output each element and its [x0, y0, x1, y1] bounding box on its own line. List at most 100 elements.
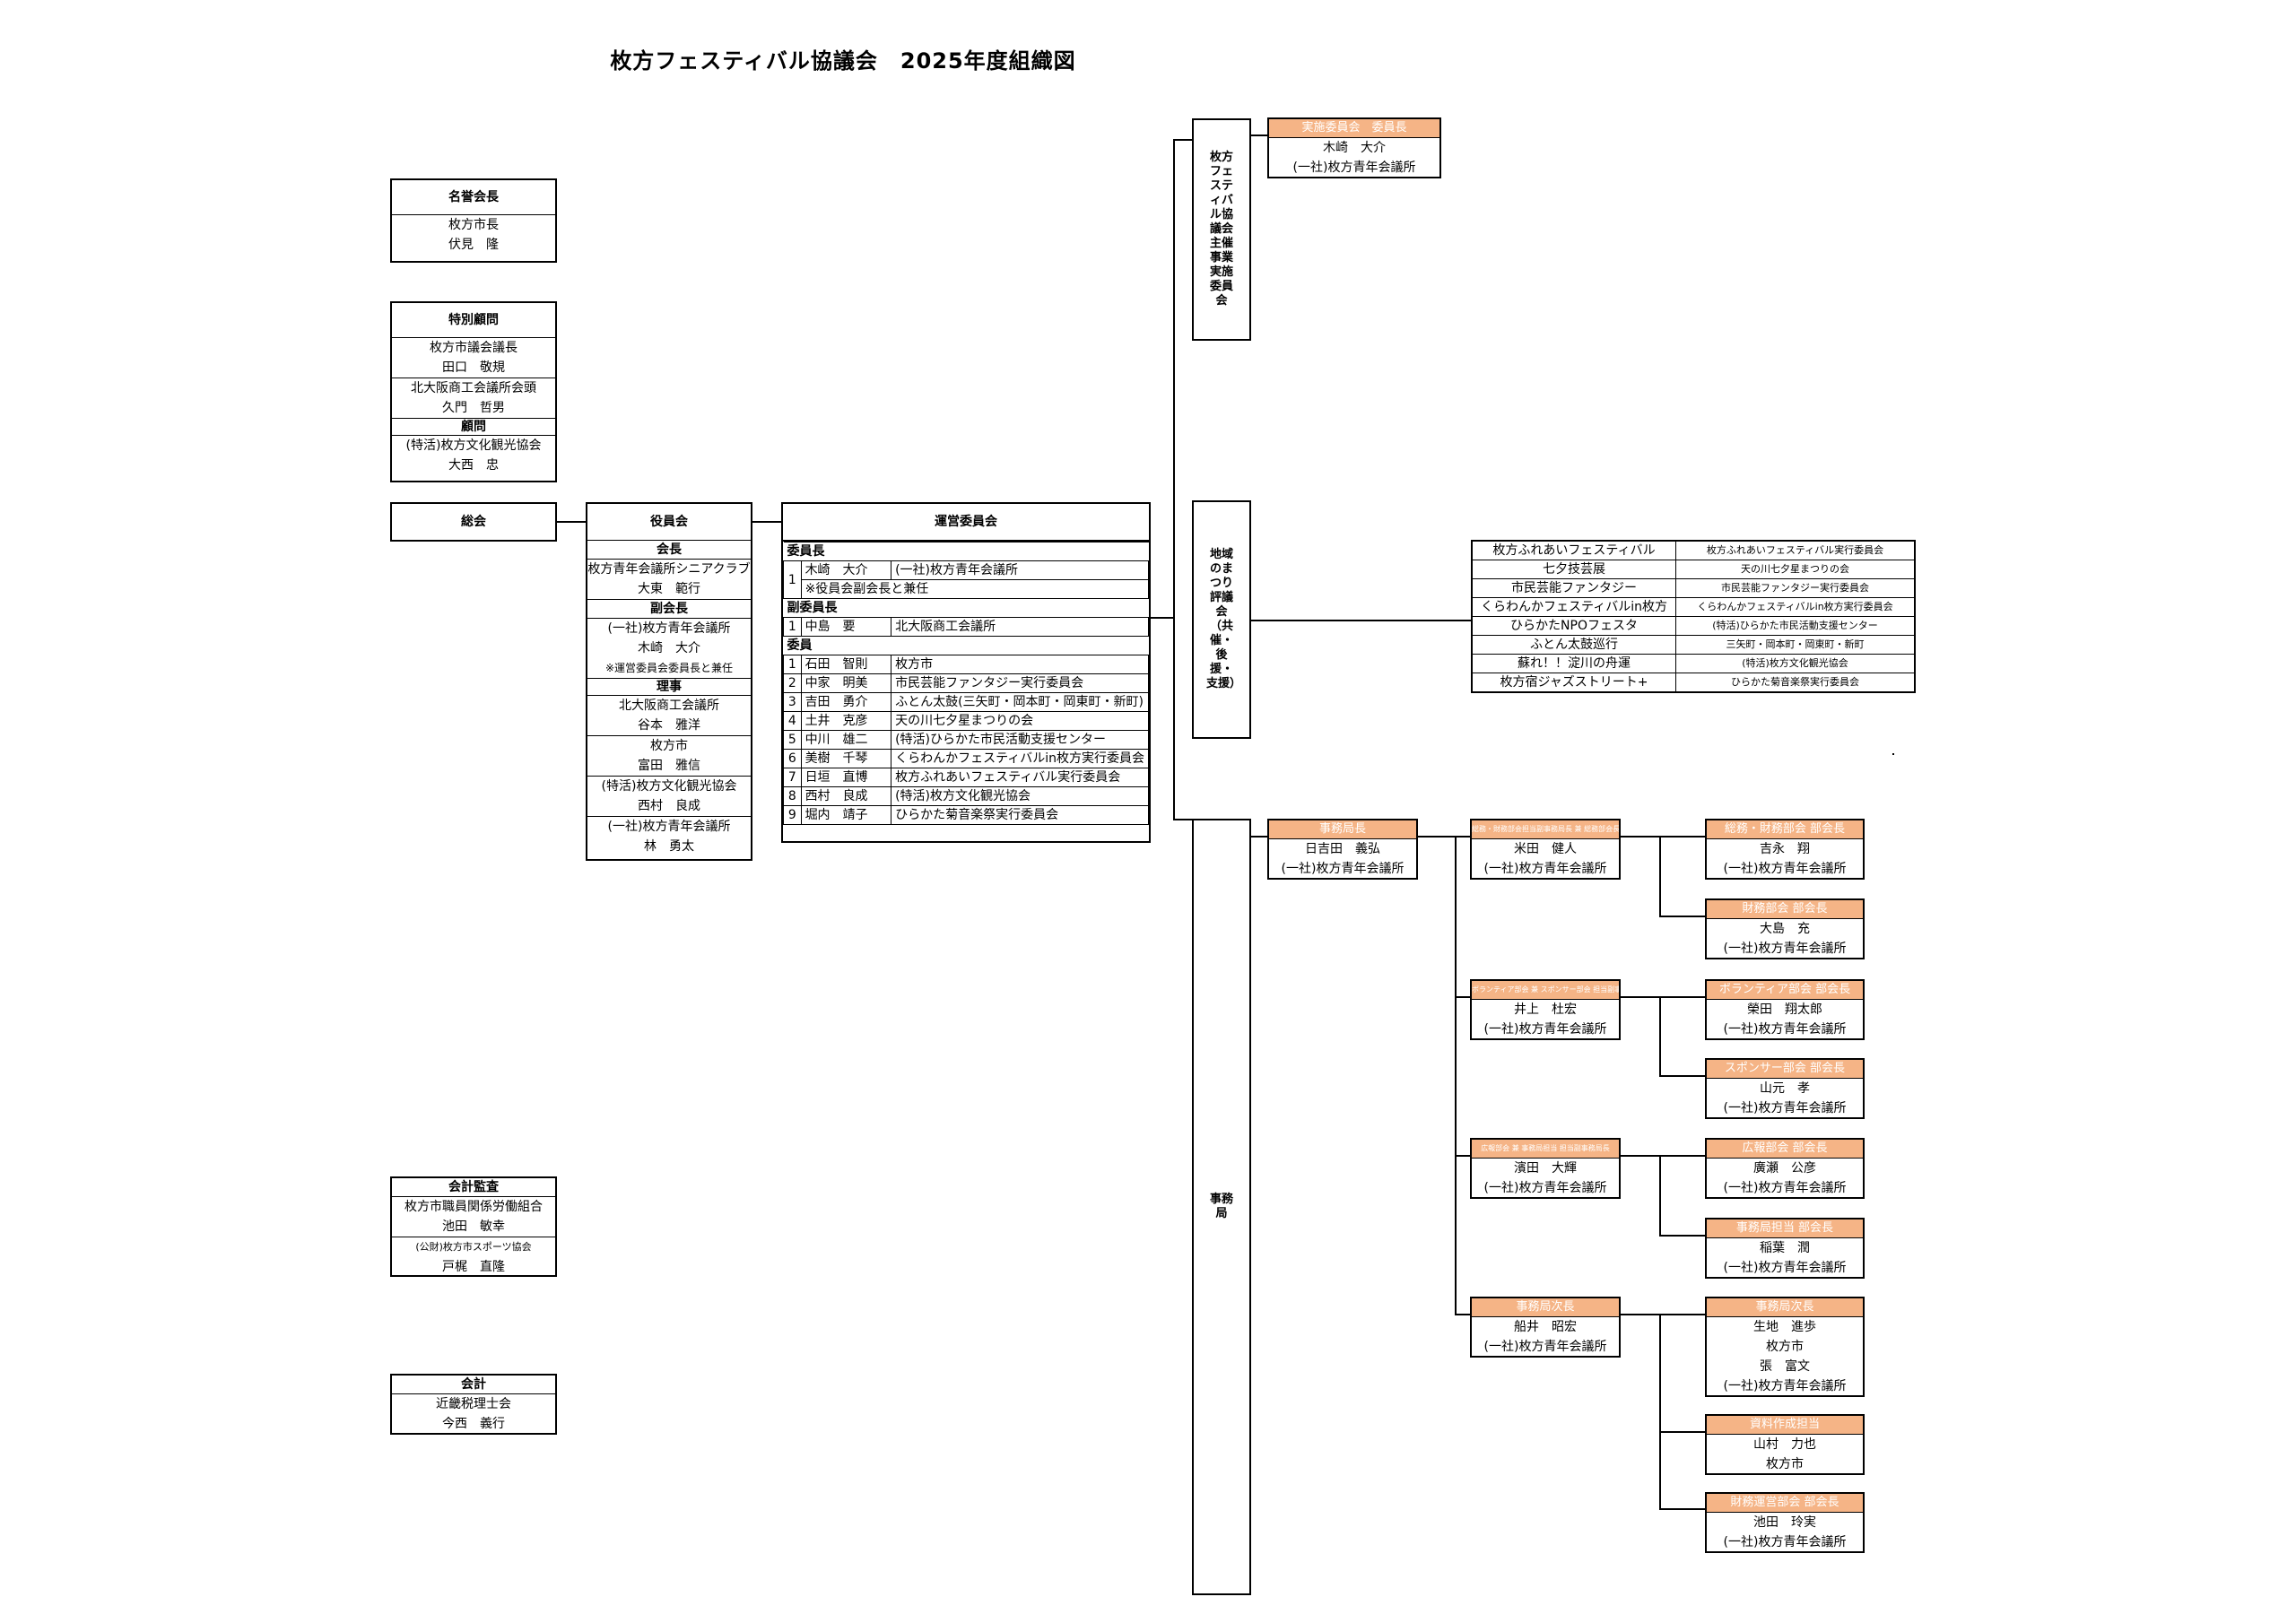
sec-chief-box: 事務局長 日吉田 義弘 (一社)枚方青年会議所 [1267, 819, 1418, 880]
audit-line: 池田 敏幸 [442, 1219, 505, 1234]
dot-mark [1892, 753, 1894, 755]
festival-row: 七夕技芸展天の川七夕星まつりの会 [1471, 560, 1916, 579]
connector-line [1659, 1235, 1705, 1237]
steering-title: 運営委員会 [783, 504, 1149, 542]
festival-organizer: (特活)枚方文化観光協会 [1675, 654, 1916, 673]
secretariat-column: 事務局 [1192, 819, 1251, 1595]
sub-committee-line: 稲葉 潤 [1760, 1241, 1810, 1255]
connector-line [1455, 1155, 1470, 1157]
sub-committee-header: スポンサー部会 部会長 [1707, 1060, 1863, 1079]
steering-name: 中島 要 [800, 617, 892, 637]
sub-committee-box: 財務運営部会 部会長 池田 玲実 (一社)枚方青年会議所 [1705, 1492, 1865, 1553]
officers-chair-label: 会長 [587, 540, 751, 559]
division-line: 濱田 大輝 [1514, 1161, 1577, 1176]
steering-member-org: (特活)枚方文化観光協会 [891, 786, 1149, 806]
sub-committee-box: 財務部会 部会長 大島 充 (一社)枚方青年会議所 [1705, 898, 1865, 959]
festival-organizer: ひらかた菊音楽祭実行委員会 [1675, 673, 1916, 693]
sec-chief-header: 事務局長 [1269, 820, 1416, 839]
advisor-line: (特活)枚方文化観光協会 [392, 435, 555, 456]
advisor-title: 顧問 [392, 418, 555, 435]
steering-member-org: くらわんかフェスティバルin枚方実行委員会 [891, 749, 1149, 768]
festival-event: ひらかたNPOフェスタ [1471, 616, 1676, 636]
sub-committee-header: 事務局担当 部会長 [1707, 1219, 1863, 1238]
officers-line: 林 勇太 [644, 839, 694, 854]
steering-member-org: 枚方ふれあいフェスティバル実行委員会 [891, 768, 1149, 787]
steering-member-name: 西村 良成 [800, 786, 892, 806]
accounting-box: 会計 近畿税理士会 今西 義行 [390, 1374, 557, 1435]
sub-trunk [1659, 836, 1661, 916]
steering-vice-label: 副委員長 [783, 598, 1149, 618]
division-line: (一社)枚方青年会議所 [1483, 862, 1607, 876]
steering-member-name: 堀内 靖子 [800, 805, 892, 825]
steering-member-name: 中家 明美 [800, 673, 892, 693]
sub-trunk [1659, 996, 1661, 1076]
festival-organizer: 市民芸能ファンタジー実行委員会 [1675, 578, 1916, 598]
division-line: 船井 昭宏 [1514, 1320, 1577, 1334]
connector-line [752, 521, 781, 523]
honorary-line: 枚方市長 [392, 214, 555, 235]
connector-line [1621, 836, 1705, 838]
sub-committee-header: 資料作成担当 [1707, 1416, 1863, 1435]
steering-member-no: 7 [783, 768, 802, 787]
division-box: 事務局次長 船井 昭宏 (一社)枚方青年会議所 [1470, 1297, 1621, 1358]
sub-trunk [1659, 1155, 1661, 1236]
festival-row: ひらかたNPOフェスタ(特活)ひらかた市民活動支援センター [1471, 616, 1916, 636]
festival-row: 市民芸能ファンタジー市民芸能ファンタジー実行委員会 [1471, 578, 1916, 598]
officers-line: 谷本 雅洋 [638, 718, 700, 733]
sub-committee-line: (一社)枚方青年会議所 [1723, 942, 1847, 956]
sub-committee-line: 榮田 翔太郎 [1747, 1002, 1822, 1017]
steering-member-no: 2 [783, 673, 802, 693]
sub-committee-box: 資料作成担当 山村 力也 枚方市 [1705, 1414, 1865, 1475]
steering-table: 委員長 1 木崎 大介 (一社)枚方青年会議所 ※役員会副会長と兼任 副委員長 … [783, 542, 1150, 825]
sub-committee-line: 廣瀬 公彦 [1753, 1161, 1816, 1176]
division-header: 広報部会 兼 事務局担当 担当副事務局長 [1472, 1140, 1619, 1159]
division-header: ボランティア部会 兼 スポンサー部会 担当副事務局長 [1472, 981, 1619, 1000]
festival-council-column: 地域のまつり評議会（共催・後援・支援） [1192, 500, 1251, 739]
officers-line: (特活)枚方文化観光協会 [587, 776, 751, 796]
festival-row: ふとん太鼓巡行三矢町・岡本町・岡東町・新町 [1471, 635, 1916, 655]
special-advisor-title: 特別顧問 [448, 313, 499, 327]
officers-line: (一社)枚方青年会議所 [587, 816, 751, 837]
festival-event: 枚方宿ジャズストリート+ [1471, 673, 1676, 693]
steering-member-no: 5 [783, 730, 802, 750]
accounting-line: 近畿税理士会 [436, 1397, 511, 1411]
festival-organizer: 天の川七夕星まつりの会 [1675, 560, 1916, 579]
audit-box: 会計監査 枚方市職員関係労働組合 池田 敏幸 (公財)枚方市スポーツ協会 戸梶 … [390, 1176, 557, 1277]
festival-row: 蘇れ！！淀川の舟運(特活)枚方文化観光協会 [1471, 654, 1916, 673]
steering-member-name: 石田 智則 [800, 655, 892, 674]
special-advisor-line: 久門 哲男 [442, 401, 505, 415]
festival-row: 枚方ふれあいフェスティバル枚方ふれあいフェスティバル実行委員会 [1471, 540, 1916, 560]
sub-committee-line: (一社)枚方青年会議所 [1723, 1535, 1847, 1549]
connector-line [1621, 996, 1705, 998]
sub-committee-line: (一社)枚方青年会議所 [1723, 1101, 1847, 1115]
sub-trunk [1659, 1314, 1661, 1509]
festival-table: 枚方ふれあいフェスティバル枚方ふれあいフェスティバル実行委員会七夕技芸展天の川七… [1471, 540, 1916, 693]
officers-title: 役員会 [650, 515, 688, 529]
sub-committee-header: 事務局次長 [1707, 1298, 1863, 1317]
sub-committee-box: スポンサー部会 部会長 山元 孝 (一社)枚方青年会議所 [1705, 1058, 1865, 1119]
sub-committee-line: 枚方市 [1766, 1340, 1804, 1354]
steering-member-name: 土井 克彦 [800, 711, 892, 731]
sub-committee-line: 山元 孝 [1760, 1081, 1810, 1096]
special-advisor-line: 北大阪商工会議所会頭 [392, 378, 555, 398]
division-line: (一社)枚方青年会議所 [1483, 1340, 1607, 1354]
officers-line: 大東 範行 [638, 582, 700, 596]
host-committee-column: 枚方フェスティバル協議会主催事業実施委員会 [1192, 118, 1251, 341]
steering-note: ※役員会副会長と兼任 [800, 579, 1150, 599]
sub-committee-header: 財務運営部会 部会長 [1707, 1494, 1863, 1513]
steering-member-org: 市民芸能ファンタジー実行委員会 [891, 673, 1149, 693]
sub-committee-line: 吉永 翔 [1760, 842, 1810, 856]
steering-member-name: 美樹 千琴 [800, 749, 892, 768]
festival-event: ふとん太鼓巡行 [1471, 635, 1676, 655]
division-box: 総務・財務部会担当副事務局長 兼 総務部会長 米田 健人 (一社)枚方青年会議所 [1470, 819, 1621, 880]
audit-line: 枚方市職員関係労働組合 [404, 1200, 543, 1214]
steering-member-org: 天の川七夕星まつりの会 [891, 711, 1149, 731]
division-header: 総務・財務部会担当副事務局長 兼 総務部会長 [1472, 820, 1619, 839]
